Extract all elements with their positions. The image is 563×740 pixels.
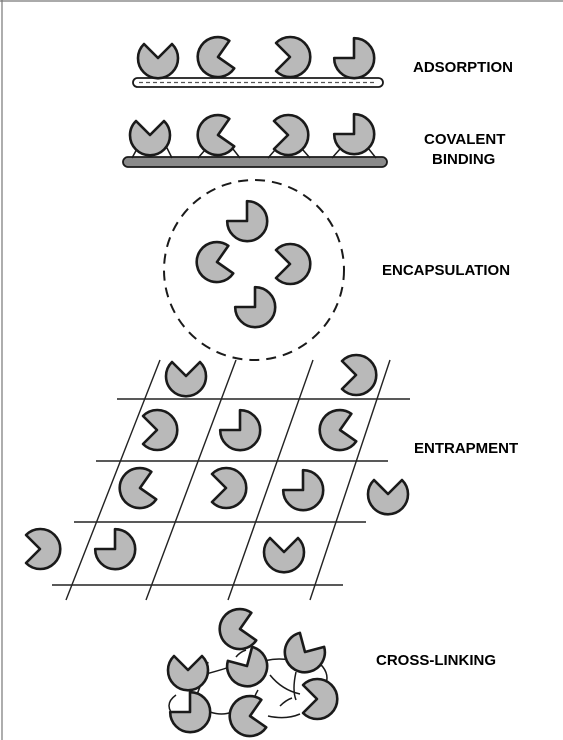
covalent-label-line1: COVALENT — [424, 131, 505, 148]
enzyme-icon — [136, 42, 180, 80]
enzyme-icon — [221, 642, 276, 695]
encapsulation-capsule — [163, 179, 345, 361]
covalent-support — [122, 156, 388, 168]
adsorption-label: ADSORPTION — [413, 59, 513, 76]
enzyme-icon — [214, 404, 270, 460]
enzyme-icon — [166, 654, 210, 692]
enzyme-icon — [301, 677, 339, 721]
entrapment-grid — [52, 359, 410, 601]
enzyme-icon — [272, 113, 310, 157]
encapsulation-section: ENCAPSULATION — [163, 179, 510, 361]
enzyme-icon — [262, 536, 306, 574]
enzyme-icon — [274, 35, 312, 79]
enzyme-icon — [225, 692, 269, 740]
encapsulation-label: ENCAPSULATION — [382, 262, 510, 279]
enzyme-icon — [210, 466, 248, 510]
enzyme-icon — [340, 353, 378, 397]
enzyme-icon — [274, 242, 312, 286]
enzyme-icon — [24, 527, 62, 571]
enzyme-icon — [141, 408, 179, 452]
covalent-label-line2: BINDING — [432, 151, 495, 168]
enzyme-icon — [328, 108, 384, 164]
enzyme-icon — [215, 605, 259, 654]
cross-linking-section: CROSS-LINKING — [164, 605, 496, 740]
enzyme-icon — [164, 360, 208, 398]
enzyme-icon — [193, 111, 237, 160]
covalent-linkers — [131, 145, 377, 159]
enzyme-icon — [315, 406, 359, 455]
enzyme-icon — [366, 478, 410, 516]
enzyme-icon — [192, 238, 236, 287]
cross-linking-label: CROSS-LINKING — [376, 652, 496, 669]
enzyme-icon — [221, 195, 277, 251]
enzyme-icon — [89, 523, 145, 579]
enzyme-icon — [276, 628, 331, 681]
adsorption-section: ADSORPTION — [132, 32, 513, 88]
enzyme-icon — [193, 33, 237, 82]
enzyme-icon — [128, 119, 172, 157]
enzyme-icon — [115, 464, 159, 513]
enzyme-icon — [277, 464, 333, 520]
entrapment-section: ENTRAPMENT — [24, 353, 518, 601]
covalent-binding-section: COVALENT BINDING — [122, 108, 505, 168]
entrapment-label: ENTRAPMENT — [414, 440, 518, 457]
enzyme-icon — [229, 281, 285, 337]
